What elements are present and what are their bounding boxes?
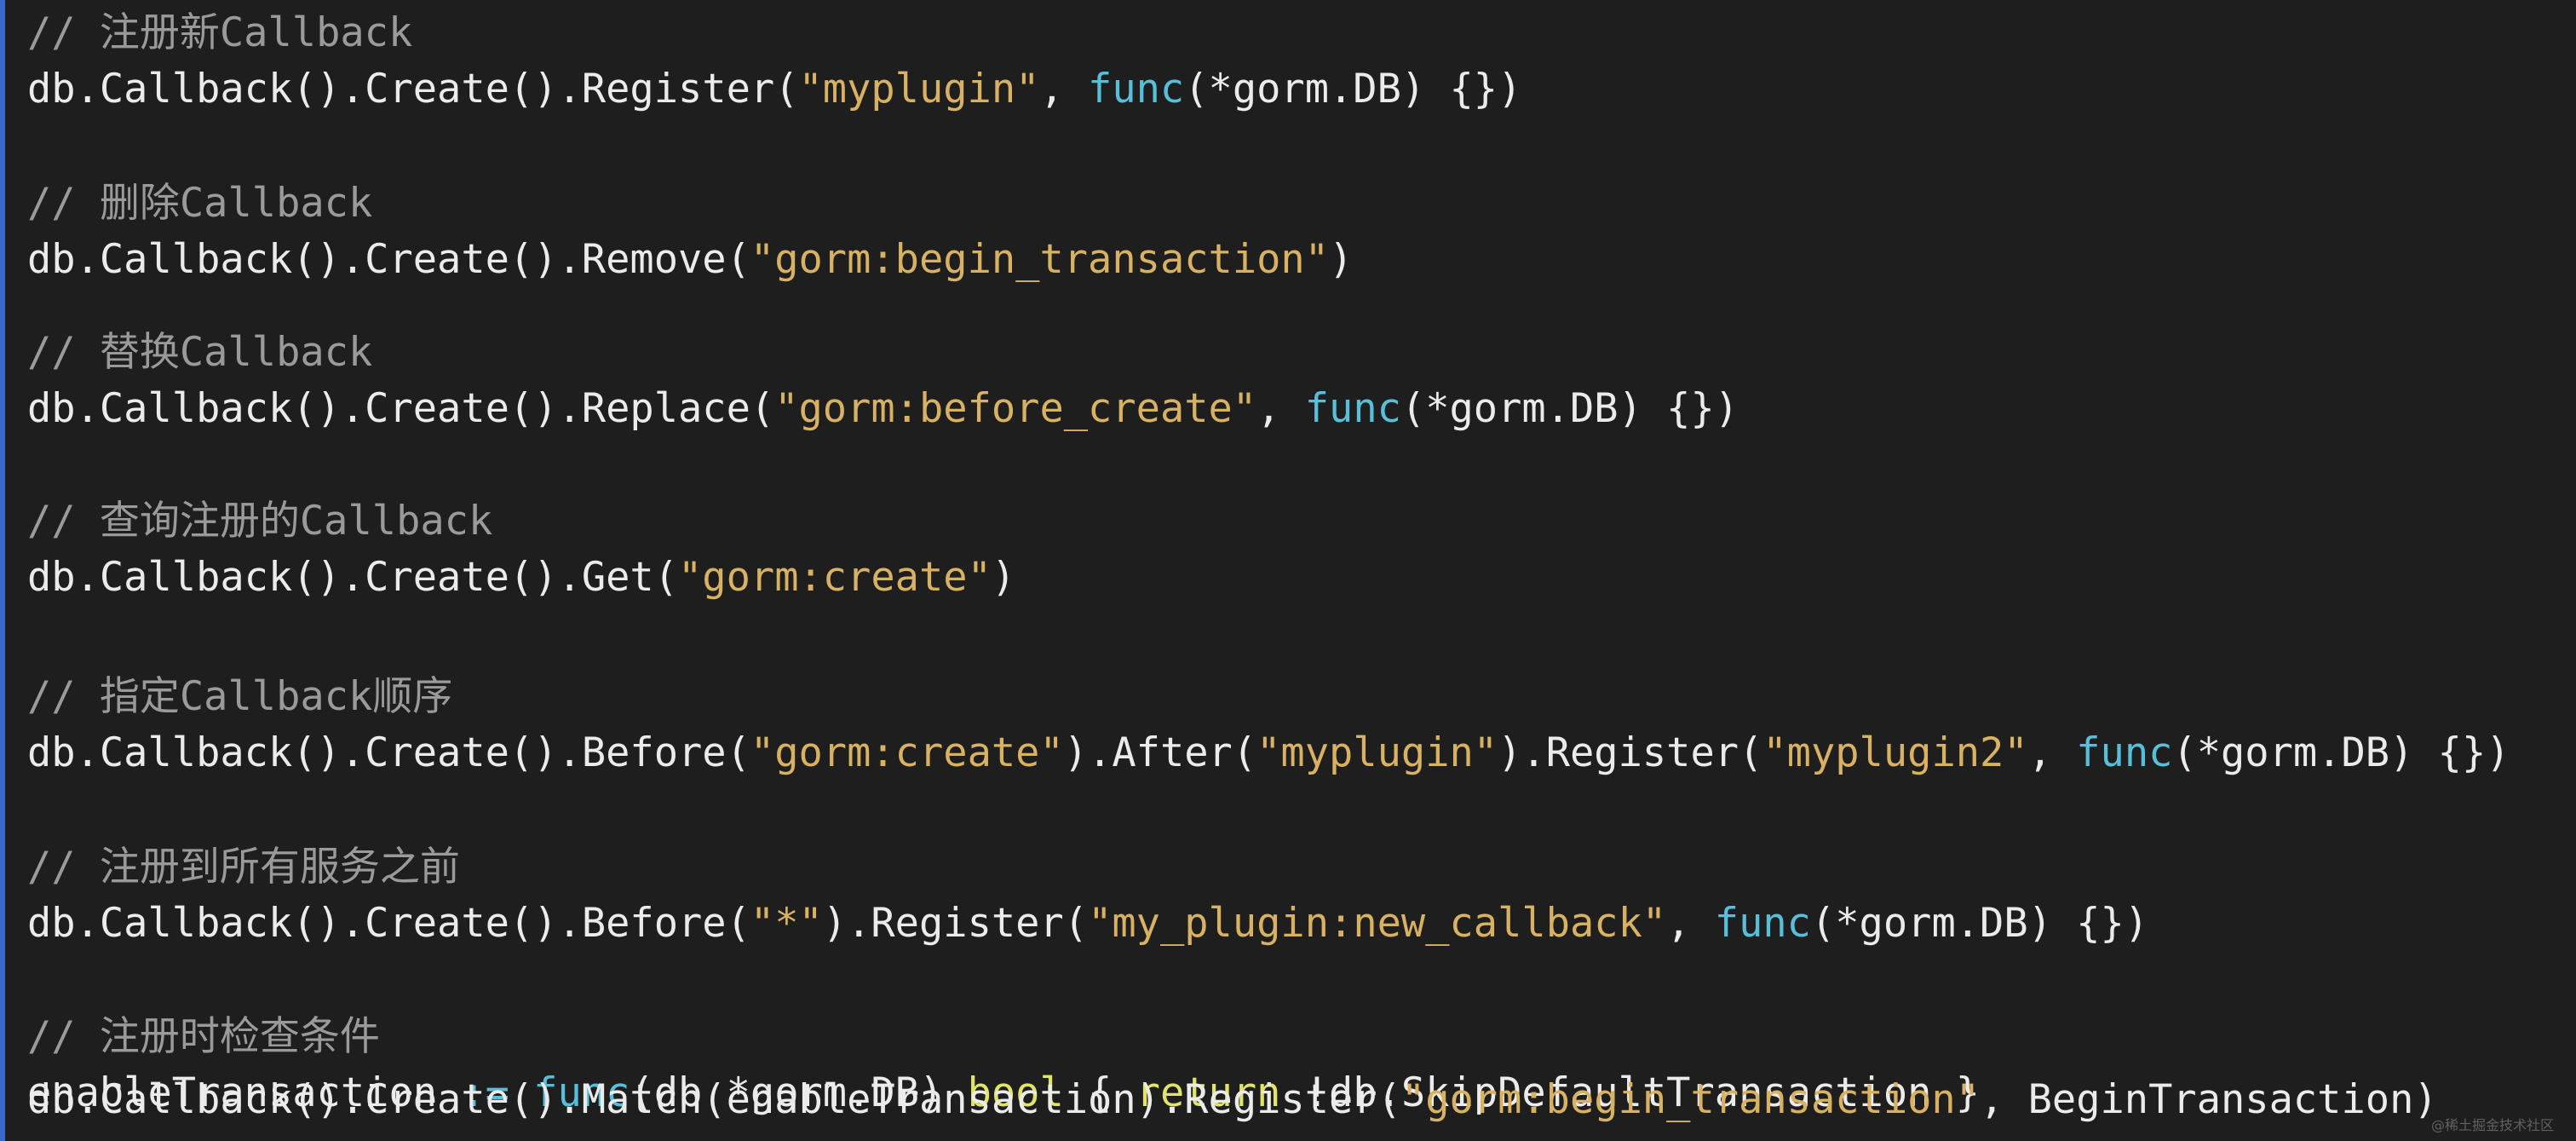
code-token-plain: , BeginTransaction): [1980, 1076, 2438, 1123]
code-token-comment: // 注册到所有服务之前: [27, 844, 460, 890]
code-token-keyword: func: [1714, 900, 1811, 947]
code-token-comment: // 查询注册的Callback: [27, 498, 493, 545]
code-comment-line: // 注册到所有服务之前: [27, 841, 460, 894]
code-token-plain: ,: [1666, 900, 1715, 947]
code-token-plain: db.Callback().Create().Before(: [27, 900, 750, 947]
code-token-plain: ,: [2027, 729, 2077, 776]
code-token-plain: db.Callback().Create().Remove(: [27, 236, 750, 283]
code-token-keyword: func: [533, 1069, 630, 1116]
code-line: enableTransaction := func(db *gorm.DB) b…: [27, 1067, 1980, 1120]
code-token-type: return: [1136, 1069, 1281, 1116]
code-token-plain: !db.SkipDefaultTransaction }: [1280, 1069, 1981, 1116]
code-token-string: "*": [750, 900, 823, 947]
code-token-plain: db.Callback().Create().Register(: [27, 66, 799, 112]
code-token-keyword: func: [2076, 729, 2173, 776]
code-token-string: "myplugin": [1256, 729, 1498, 776]
code-token-string: "gorm:before_create": [774, 385, 1257, 432]
code-token-comment: // 注册时检查条件: [27, 1013, 380, 1060]
code-token-comment: // 删除Callback: [27, 180, 373, 227]
code-token-plain: db.Callback().Create().Get(: [27, 554, 679, 601]
code-token-plain: ): [991, 554, 1016, 601]
code-comment-line: // 指定Callback顺序: [27, 671, 452, 723]
code-line: db.Callback().Create().Remove("gorm:begi…: [27, 233, 1353, 286]
code-token-plain: ): [1329, 236, 1354, 283]
code-token-plain: db.Callback().Create().Replace(: [27, 385, 775, 432]
code-token-string: "gorm:create": [678, 554, 992, 601]
code-line: db.Callback().Create().Before("gorm:crea…: [27, 727, 2510, 780]
code-token-type: bool: [967, 1069, 1064, 1116]
watermark: @稀土掘金技术社区: [2430, 1117, 2554, 1133]
code-line: db.Callback().Create().Replace("gorm:bef…: [27, 383, 1739, 435]
code-comment-line: // 查询注册的Callback: [27, 495, 492, 548]
code-comment-line: // 删除Callback: [27, 177, 372, 230]
code-token-plain: (*gorm.DB) {}): [1184, 66, 1522, 112]
code-token-plain: {: [1063, 1069, 1136, 1116]
code-token-keyword: func: [1304, 385, 1401, 432]
code-token-op: :=: [461, 1069, 509, 1116]
code-token-plain: db.Callback().Create().Before(: [27, 729, 750, 776]
code-comment-line: // 注册时检查条件: [27, 1011, 380, 1063]
code-line: db.Callback().Create().Before("*").Regis…: [27, 897, 2148, 950]
code-token-string: "gorm:begin_transaction": [750, 236, 1330, 283]
code-token-plain: enableTransaction: [27, 1069, 462, 1116]
code-token-plain: ).Register(: [822, 900, 1089, 947]
code-token-plain: ,: [1256, 385, 1305, 432]
code-token-string: "my_plugin:new_callback": [1088, 900, 1667, 947]
code-token-comment: // 注册新Callback: [27, 9, 413, 56]
code-comment-line: // 注册新Callback: [27, 7, 412, 60]
code-token-plain: db.Callback().Create().Match(enableTrans…: [27, 1076, 1401, 1123]
code-line: db.Callback().Create().Register("myplugi…: [27, 63, 1521, 116]
code-token-plain: (*gorm.DB) {}): [1810, 900, 2149, 947]
code-token-plain: ).After(: [1063, 729, 1257, 776]
code-token-string: "gorm:begin_transaction": [1400, 1076, 1981, 1123]
code-token-string: "myplugin": [798, 66, 1040, 112]
code-token-comment: // 替换Callback: [27, 329, 373, 376]
code-token-plain: ,: [1039, 66, 1089, 112]
code-token-keyword: func: [1088, 66, 1185, 112]
code-token-plain: (*gorm.DB) {}): [1400, 385, 1739, 432]
code-area[interactable]: // 注册新Callback db.Callback().Create().Reg…: [27, 0, 2574, 1141]
code-comment-line: // 替换Callback: [27, 326, 372, 379]
code-token-plain: (db *gorm.DB): [630, 1069, 968, 1116]
code-token-plain: ).Register(: [1498, 729, 1763, 776]
code-token-plain: (*gorm.DB) {}): [2172, 729, 2510, 776]
code-line: db.Callback().Create().Get("gorm:create"…: [27, 551, 1015, 604]
code-line: db.Callback().Create().Match(enableTrans…: [27, 1074, 2438, 1127]
code-token-comment: // 指定Callback顺序: [27, 673, 453, 720]
editor-left-accent-bar: [0, 0, 5, 1141]
code-token-string: "myplugin2": [1762, 729, 2028, 776]
code-token-string: "gorm:create": [750, 729, 1064, 776]
